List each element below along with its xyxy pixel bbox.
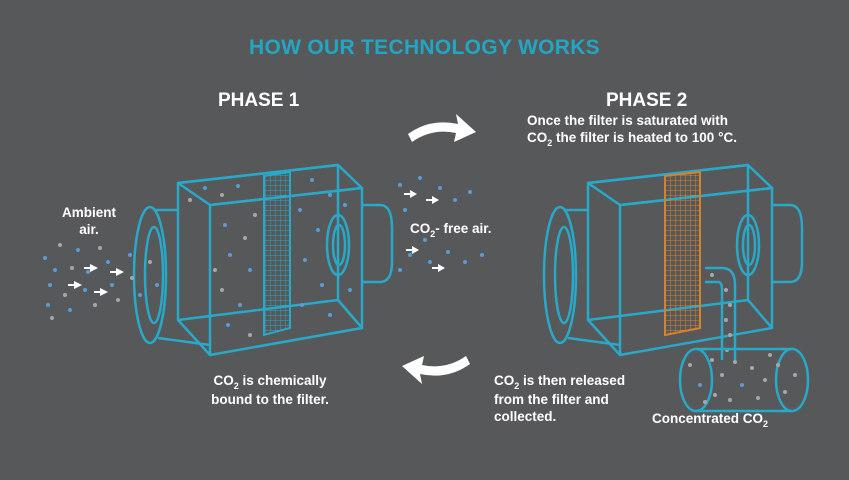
ambient-particles (43, 243, 159, 320)
ambient-air-label: Ambient air. (62, 205, 116, 237)
tank-particles (688, 353, 797, 404)
phase2-heading: PHASE 2 (606, 90, 688, 111)
bound-label: CO2 is chemically bound to the filter. (211, 373, 329, 407)
air-flow-arrow-icon (68, 264, 124, 296)
released-label: CO2 is then released from the filter and… (494, 373, 626, 424)
phase2-filter (664, 170, 701, 337)
pipe-particles (710, 273, 732, 352)
collection-pipe (705, 266, 737, 360)
phase1-unit (132, 163, 394, 357)
phase1-filter (263, 170, 291, 337)
phase2-unit (542, 163, 804, 357)
phase2-description: Once the filter is saturated with CO2 th… (527, 113, 737, 148)
free-air-particles (398, 176, 484, 272)
page-title: HOW OUR TECHNOLOGY WORKS (249, 36, 600, 59)
free-air-arrow-icon (404, 190, 445, 272)
arrow-left-curved-icon (402, 356, 470, 384)
co2-tank (678, 347, 810, 413)
arrow-right-curved-icon (408, 114, 476, 142)
phase1-heading: PHASE 1 (218, 90, 300, 111)
concentrated-co2-label: Concentrated CO2 (652, 411, 769, 429)
phase1-particles (188, 178, 352, 337)
co2-free-air-label: CO2- free air. (410, 221, 492, 239)
